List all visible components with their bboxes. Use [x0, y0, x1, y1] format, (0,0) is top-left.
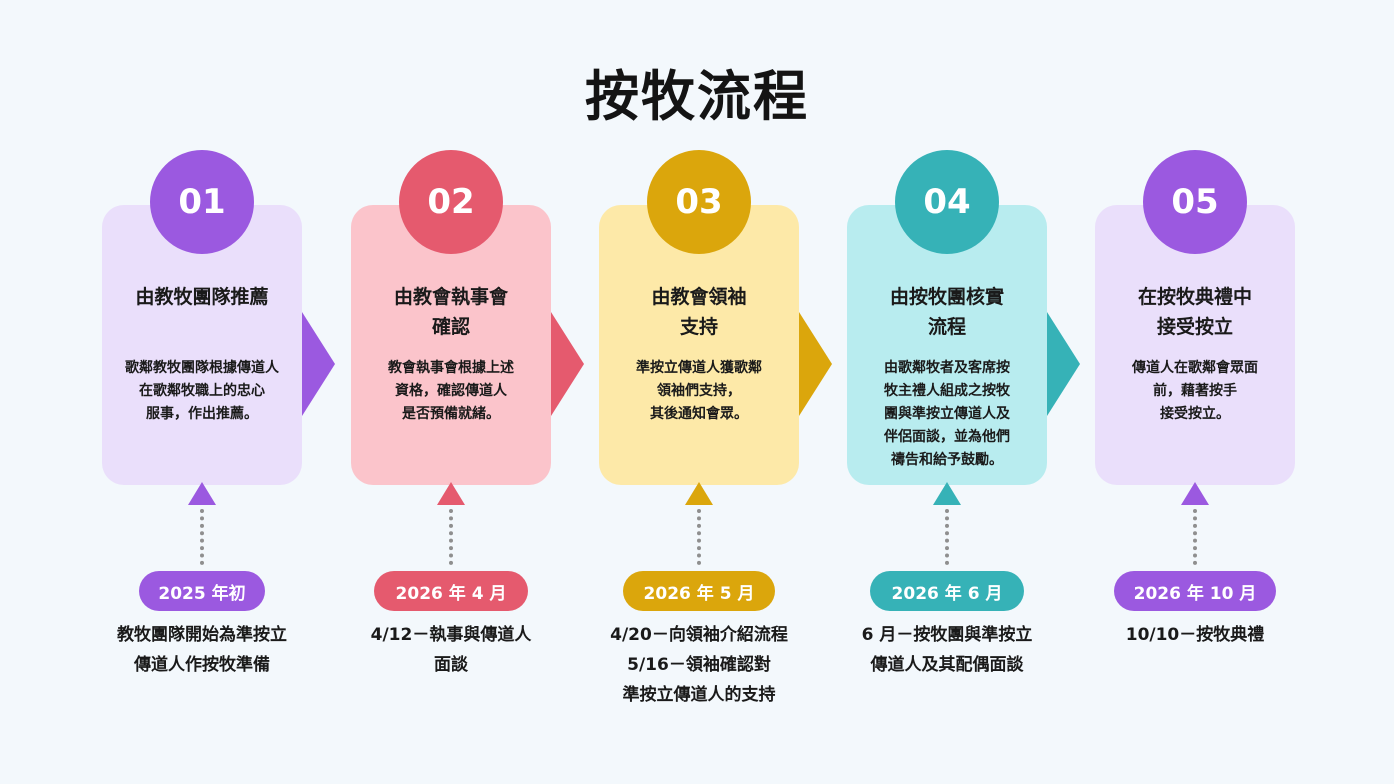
- timeline-detail-line: 5/16－領袖確認對: [627, 655, 771, 675]
- step-description: 由歌鄰牧者及客席按 牧主禮人組成之按牧 團與準按立傳道人及 伴侶面談，並為他們 …: [861, 357, 1033, 472]
- step-number-badge: 04: [895, 150, 999, 254]
- date-badge: 2025 年初: [139, 571, 265, 611]
- timeline-detail-line: 4/20－向領袖介紹流程: [610, 625, 788, 645]
- timeline-detail: 6 月－按牧團與準按立 傳道人及其配偶面談: [817, 620, 1077, 680]
- step-description-line: 資格，確認傳道人: [395, 383, 507, 399]
- timeline-detail-line: 傳道人及其配偶面談: [870, 655, 1024, 675]
- step-number-badge: 05: [1143, 150, 1247, 254]
- step-description-line: 準按立傳道人獲歌鄰: [636, 360, 762, 376]
- timeline-detail-line: 6 月－按牧團與準按立: [861, 625, 1033, 645]
- step-description-line: 是否預備就緒。: [402, 406, 500, 422]
- dotted-connector: [449, 509, 453, 565]
- step-heading: 在按牧典禮中 接受按立: [1105, 282, 1285, 342]
- step-heading: 由按牧團核實 流程: [857, 282, 1037, 342]
- step-description-line: 伴侶面談，並為他們: [884, 429, 1010, 445]
- step-number-badge: 02: [399, 150, 503, 254]
- dotted-connector: [945, 509, 949, 565]
- step-description-line: 接受按立。: [1160, 406, 1230, 422]
- date-badge: 2026 年 6 月: [870, 571, 1024, 611]
- timeline-detail: 4/12－執事與傳道人 面談: [321, 620, 581, 680]
- step-description-line: 禱告和給予鼓勵。: [891, 452, 1003, 468]
- step-heading-line: 在按牧典禮中: [1137, 286, 1252, 308]
- step-number-badge: 03: [647, 150, 751, 254]
- step-number-badge: 01: [150, 150, 254, 254]
- step-description-line: 由歌鄰牧者及客席按: [884, 360, 1010, 376]
- timeline-detail-line: 教牧團隊開始為準按立: [117, 625, 287, 645]
- step-description: 準按立傳道人獲歌鄰 領袖們支持， 其後通知會眾。: [613, 357, 785, 426]
- timeline-detail-line: 4/12－執事與傳道人: [370, 625, 532, 645]
- right-arrow-icon: [799, 312, 832, 416]
- step-heading-line: 支持: [679, 316, 718, 338]
- timeline-detail: 4/20－向領袖介紹流程 5/16－領袖確認對 準按立傳道人的支持: [569, 620, 829, 710]
- step-description-line: 歌鄰教牧團隊根據傳道人: [125, 360, 279, 376]
- step-description-line: 領袖們支持，: [657, 383, 741, 399]
- step-heading: 由教會執事會 確認: [361, 282, 541, 342]
- date-badge: 2026 年 4 月: [374, 571, 528, 611]
- step-heading-line: 由按牧團核實: [889, 286, 1004, 308]
- step-description-line: 傳道人在歌鄰會眾面: [1132, 360, 1258, 376]
- dotted-connector: [1193, 509, 1197, 565]
- step-description-line: 服事，作出推薦。: [146, 406, 258, 422]
- step-heading-line: 由教會領袖: [651, 286, 747, 308]
- step-2: 02 由教會執事會 確認 教會執事會根據上述 資格，確認傳道人 是否預備就緒。 …: [351, 0, 584, 784]
- up-triangle-icon: [1181, 482, 1209, 505]
- step-3: 03 由教會領袖 支持 準按立傳道人獲歌鄰 領袖們支持， 其後通知會眾。 202…: [599, 0, 832, 784]
- step-description-line: 教會執事會根據上述: [388, 360, 514, 376]
- step-description: 教會執事會根據上述 資格，確認傳道人 是否預備就緒。: [365, 357, 537, 426]
- step-heading-line: 確認: [431, 316, 470, 338]
- step-heading-line: 接受按立: [1156, 316, 1233, 338]
- step-heading: 由教會領袖 支持: [609, 282, 789, 342]
- dotted-connector: [697, 509, 701, 565]
- up-triangle-icon: [933, 482, 961, 505]
- step-5: 05 在按牧典禮中 接受按立 傳道人在歌鄰會眾面 前，藉著按手 接受按立。 20…: [1095, 0, 1295, 784]
- right-arrow-icon: [302, 312, 335, 416]
- timeline-detail-line: 傳道人作按牧準備: [134, 655, 270, 675]
- date-badge: 2026 年 5 月: [623, 571, 775, 611]
- page-title: 按牧流程: [585, 65, 809, 128]
- step-description-line: 前，藉著按手: [1153, 383, 1237, 399]
- step-description-line: 團與準按立傳道人及: [884, 406, 1010, 422]
- timeline-detail-line: 準按立傳道人的支持: [622, 685, 776, 705]
- timeline-detail: 10/10－按牧典禮: [1065, 620, 1325, 650]
- step-description-line: 其後通知會眾。: [650, 406, 748, 422]
- step-4: 04 由按牧團核實 流程 由歌鄰牧者及客席按 牧主禮人組成之按牧 團與準按立傳道…: [847, 0, 1080, 784]
- step-1: 01 由教牧團隊推薦 歌鄰教牧團隊根據傳道人 在歌鄰牧職上的忠心 服事，作出推薦…: [102, 0, 335, 784]
- up-triangle-icon: [188, 482, 216, 505]
- right-arrow-icon: [1047, 312, 1080, 416]
- timeline-detail-line: 10/10－按牧典禮: [1125, 625, 1265, 645]
- dotted-connector: [200, 509, 204, 565]
- date-badge: 2026 年 10 月: [1114, 571, 1276, 611]
- step-heading-line: 流程: [927, 316, 966, 338]
- step-heading-line: 由教牧團隊推薦: [135, 286, 269, 308]
- timeline-detail: 教牧團隊開始為準按立 傳道人作按牧準備: [72, 620, 332, 680]
- step-heading: 由教牧團隊推薦: [112, 282, 292, 312]
- step-description: 歌鄰教牧團隊根據傳道人 在歌鄰牧職上的忠心 服事，作出推薦。: [116, 357, 288, 426]
- up-triangle-icon: [685, 482, 713, 505]
- step-heading-line: 由教會執事會: [393, 286, 508, 308]
- step-description-line: 牧主禮人組成之按牧: [884, 383, 1010, 399]
- timeline-detail-line: 面談: [434, 655, 468, 675]
- step-description: 傳道人在歌鄰會眾面 前，藉著按手 接受按立。: [1109, 357, 1281, 426]
- right-arrow-icon: [551, 312, 584, 416]
- up-triangle-icon: [437, 482, 465, 505]
- step-description-line: 在歌鄰牧職上的忠心: [139, 383, 265, 399]
